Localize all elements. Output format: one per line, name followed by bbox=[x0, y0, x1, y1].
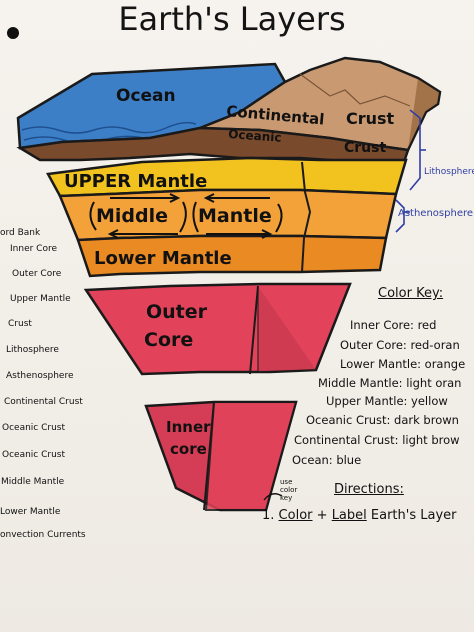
color-key-row: Continental Crust: light brow bbox=[294, 433, 460, 447]
label-mantle: Mantle bbox=[198, 205, 272, 227]
side-brackets bbox=[395, 109, 426, 233]
color-key-row: Ocean: blue bbox=[292, 453, 362, 467]
label-outer-core: Core bbox=[144, 329, 193, 351]
word-bank-item: Outer Core bbox=[12, 269, 62, 279]
word-bank-item: Upper Mantle bbox=[10, 294, 71, 304]
color-key-title: Color Key: bbox=[378, 286, 444, 301]
directions-step-1: 1. Color + Label Earth's Layer bbox=[262, 508, 457, 523]
word-bank-item: onvection Currents bbox=[0, 530, 86, 540]
outer-core-block bbox=[83, 282, 352, 376]
word-bank-item: Oceanic Crust bbox=[2, 423, 66, 433]
label-crust-oceanic: Crust bbox=[344, 140, 386, 156]
lower-mantle-layer bbox=[76, 234, 388, 278]
page-title: Earth's Layers bbox=[118, 0, 345, 38]
color-key-row: Middle Mantle: light oran bbox=[318, 376, 462, 390]
crust-block bbox=[16, 56, 442, 164]
word-bank-item: Inner Core bbox=[10, 244, 57, 254]
label-ocean: Ocean bbox=[116, 86, 176, 106]
label-asthenosphere: Asthenosphere bbox=[398, 208, 473, 219]
label-oceanic: Oceanic bbox=[228, 127, 282, 145]
label-upper-mantle: UPPER Mantle bbox=[64, 171, 207, 192]
directions-note: use color key bbox=[280, 478, 298, 502]
color-key-row: Oceanic Crust: dark brown bbox=[306, 413, 459, 427]
convection-arrows bbox=[89, 193, 283, 239]
color-key-row: Lower Mantle: orange bbox=[340, 357, 466, 371]
label-inner: Inner bbox=[166, 418, 211, 436]
label-crust: Crust bbox=[346, 109, 395, 128]
word-bank-item: Oceanic Crust bbox=[2, 450, 66, 460]
word-bank-item: Continental Crust bbox=[4, 397, 83, 407]
color-key-row: Outer Core: red-oran bbox=[340, 338, 460, 352]
word-bank-item: Lower Mantle bbox=[0, 507, 61, 517]
label-middle: Middle bbox=[96, 205, 168, 227]
label-outer: Outer bbox=[146, 301, 208, 323]
color-key-row: Upper Mantle: yellow bbox=[326, 394, 448, 408]
word-bank-item: Asthenosphere bbox=[6, 371, 74, 381]
word-bank-item: Middle Mantle bbox=[1, 477, 65, 487]
label-lithosphere: Lithosphere bbox=[424, 167, 474, 177]
word-bank-item: Crust bbox=[8, 319, 32, 329]
outer-core-layer bbox=[83, 282, 352, 376]
word-bank-title: ord Bank bbox=[0, 228, 41, 238]
label-lower-mantle: Lower Mantle bbox=[94, 248, 232, 269]
mantle-block bbox=[46, 156, 408, 278]
directions-title: Directions: bbox=[334, 482, 404, 497]
label-inner-core: core bbox=[170, 440, 207, 458]
color-key-row: Inner Core: red bbox=[350, 318, 437, 332]
inner-core-block bbox=[144, 400, 298, 512]
binder-hole bbox=[7, 27, 19, 39]
word-bank-item: Lithosphere bbox=[6, 345, 59, 355]
